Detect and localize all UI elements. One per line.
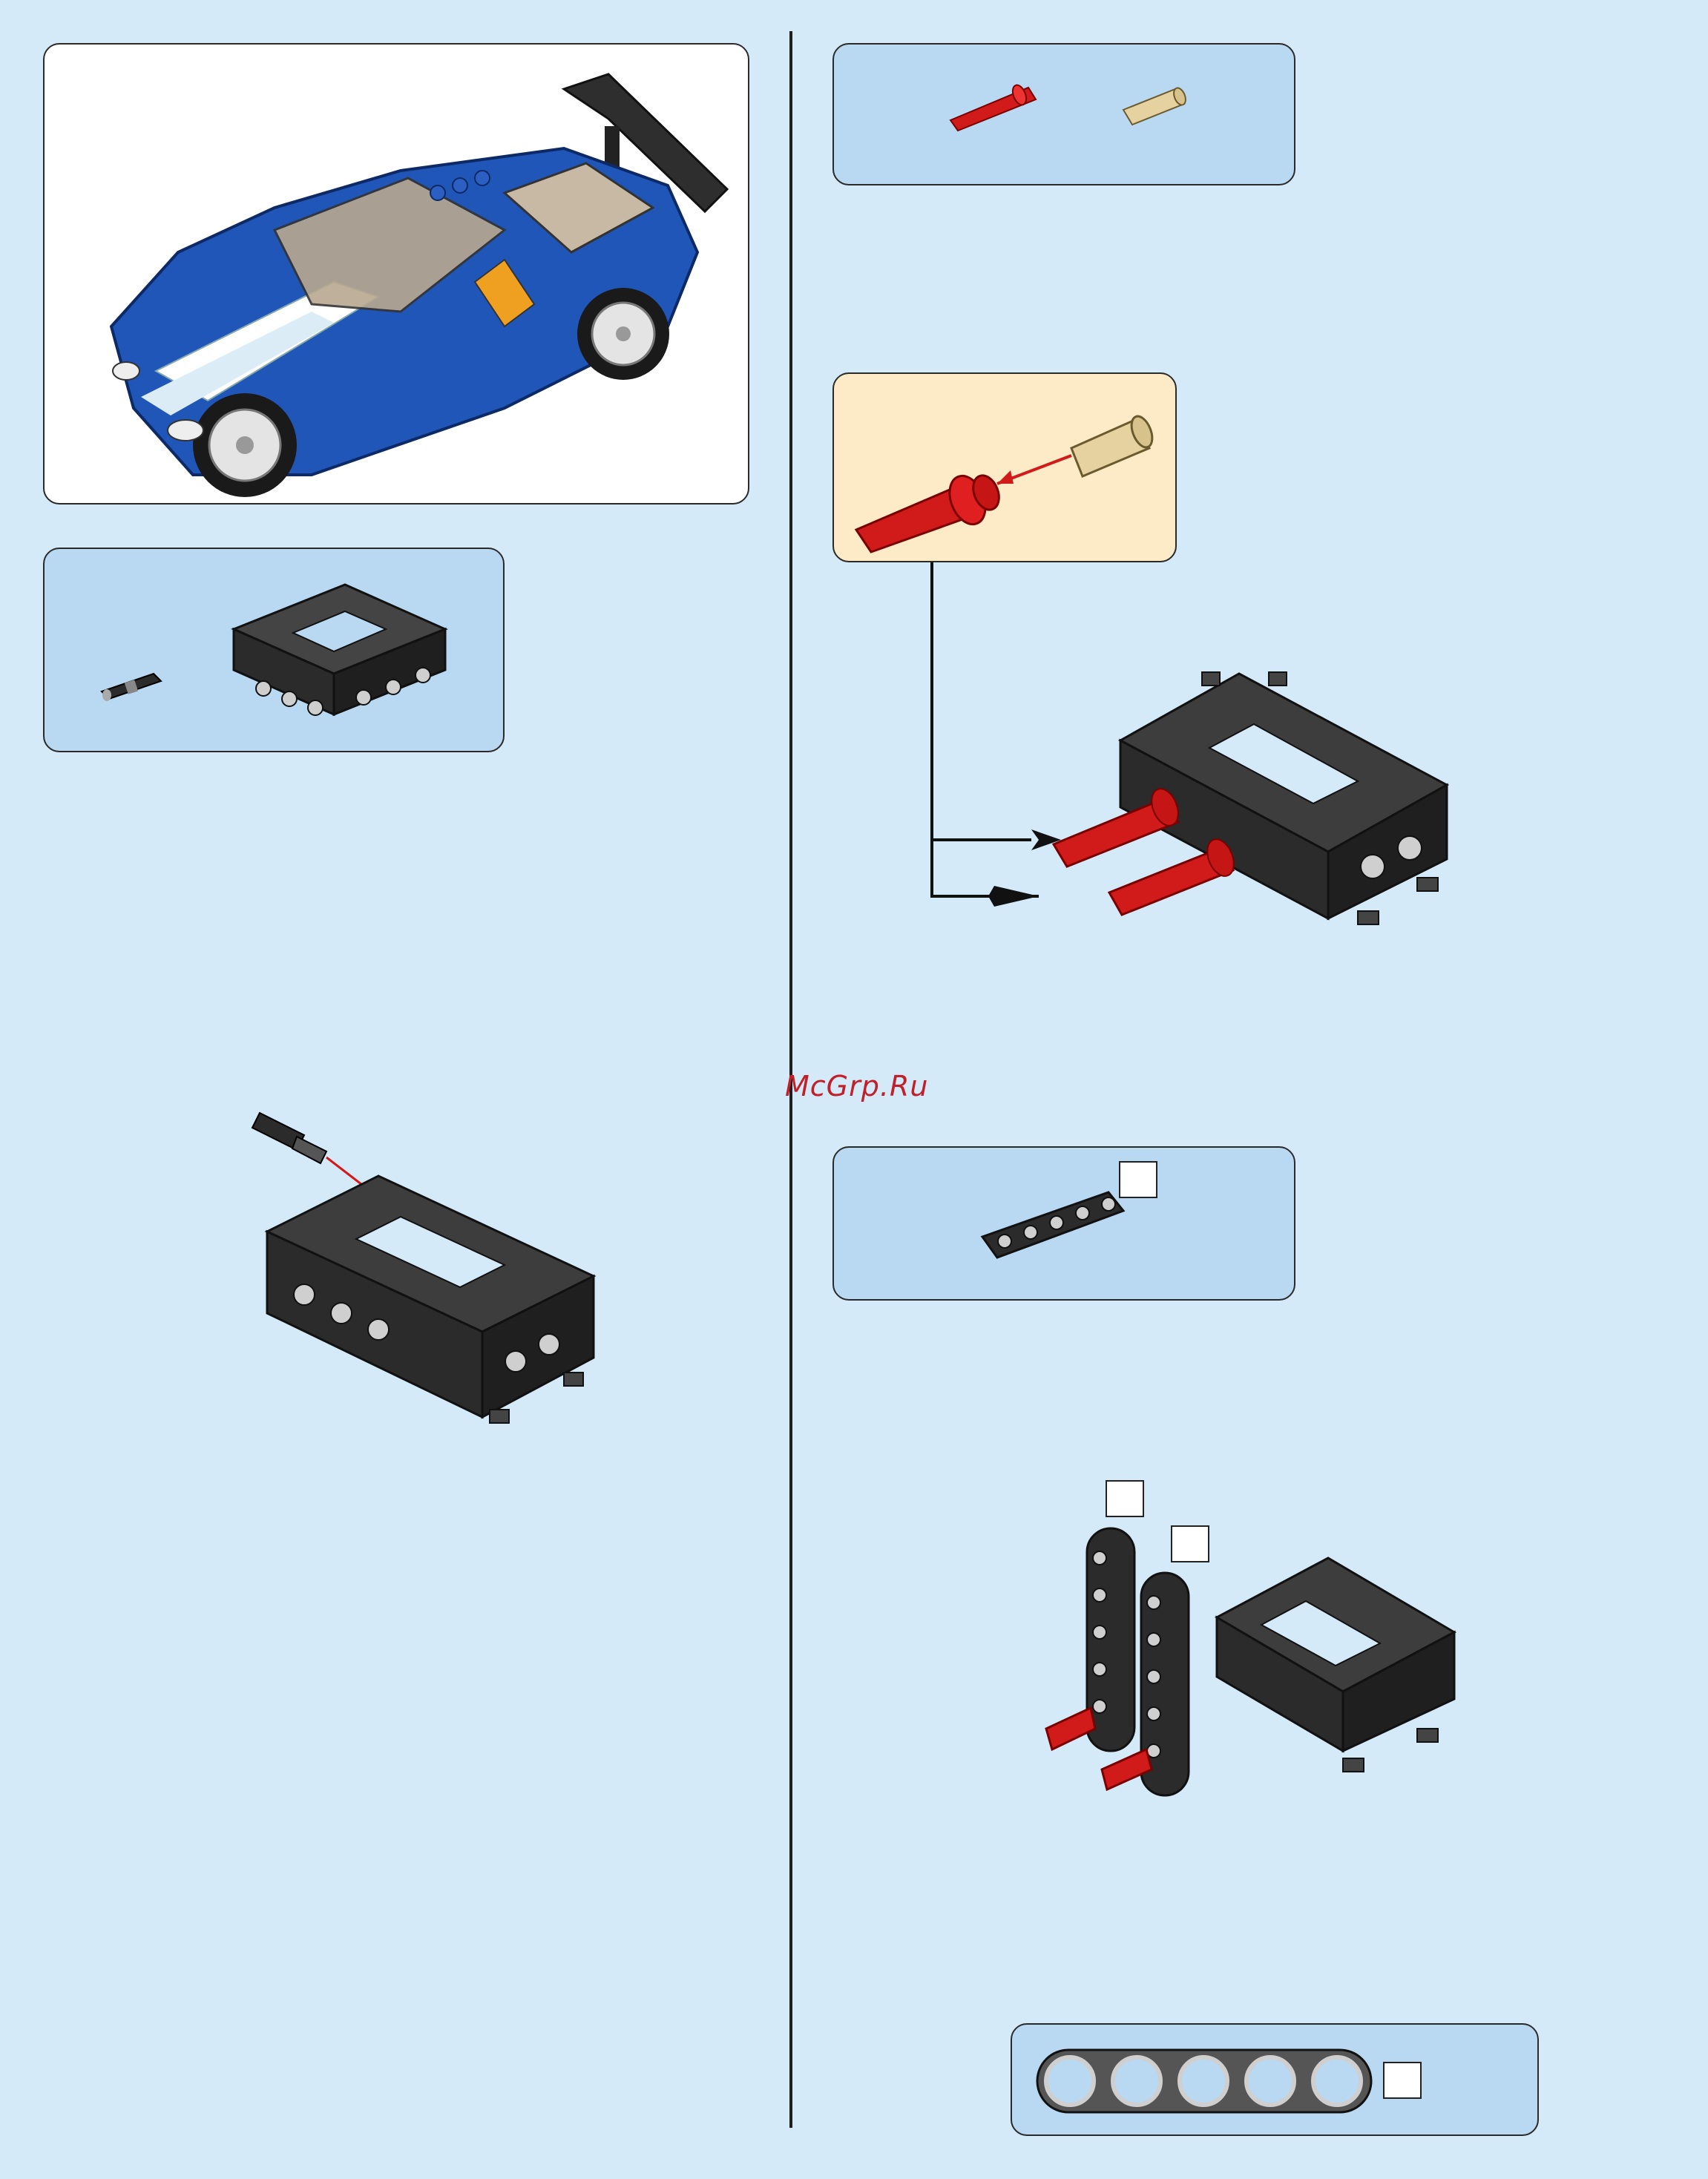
step-1-assembly xyxy=(252,1098,608,1424)
pin-and-bush-assembly xyxy=(849,389,1168,552)
model-preview-box xyxy=(43,43,749,505)
step-3-assembly xyxy=(1046,1514,1462,1810)
quantity-box-left-beam xyxy=(1106,1480,1144,1517)
axle-connector-icon xyxy=(98,668,165,705)
parts-list-step-3 xyxy=(832,1146,1295,1301)
scale-ruler-panel xyxy=(1011,2023,1539,2136)
frame-brick-icon xyxy=(226,562,449,726)
step-2-assembly xyxy=(927,562,1462,933)
quantity-box-right-beam xyxy=(1171,1525,1209,1562)
subassembly-callout xyxy=(832,372,1177,562)
sports-car-image xyxy=(89,59,742,497)
beam-ruler-icon xyxy=(1034,2045,1376,2117)
parts-list-step-2 xyxy=(832,43,1295,185)
watermark-text: McGrp.Ru xyxy=(785,1070,928,1102)
beam-icon xyxy=(975,1177,1131,1266)
wheel xyxy=(193,393,297,497)
axle-connector-icon xyxy=(252,1113,326,1163)
tan-bush-icon xyxy=(1116,82,1190,134)
red-pin-icon xyxy=(947,74,1051,134)
parts-list-step-1 xyxy=(43,548,505,752)
ruler-length-box xyxy=(1383,2062,1422,2099)
quantity-box xyxy=(1119,1161,1157,1198)
